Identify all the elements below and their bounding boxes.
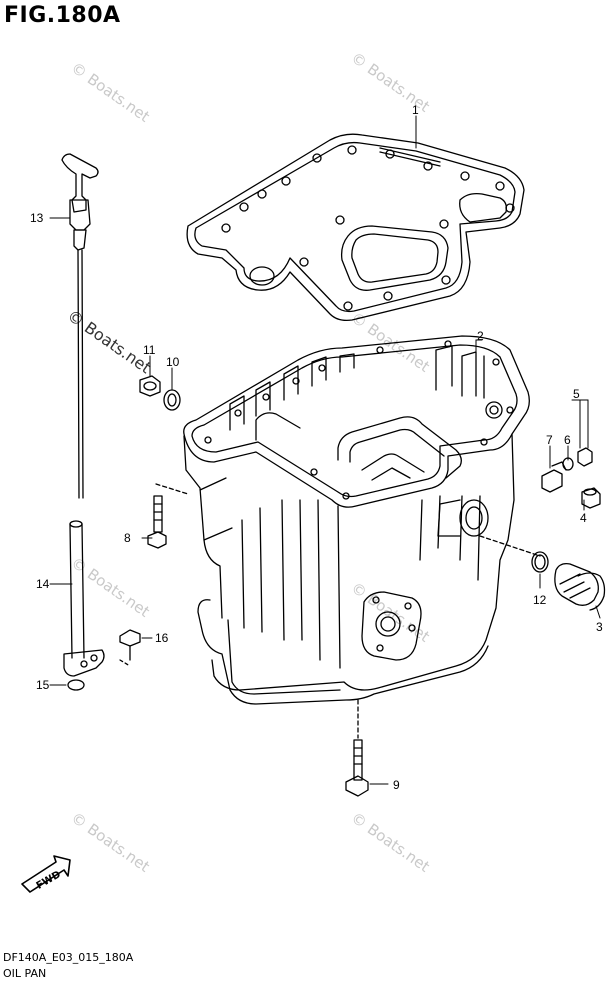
bolt-part-8: [147, 495, 167, 549]
callout-12: 12: [533, 593, 547, 607]
callout-16: 16: [155, 631, 169, 645]
callout-13: 13: [30, 211, 44, 225]
figure-title: FIG.180A: [4, 3, 121, 28]
dipstick-part-13: [61, 153, 99, 499]
fwd-arrow-icon: [21, 855, 71, 893]
watermark-dark: © Boats.net: [64, 306, 155, 378]
fitting-part-5: [577, 447, 593, 467]
callout-9: 9: [393, 778, 400, 792]
callout-5: 5: [573, 387, 580, 401]
watermark: © Boats.net: [68, 809, 153, 876]
callout-3: 3: [596, 620, 603, 634]
diagram-name: OIL PAN: [3, 967, 47, 980]
plug-part-11: [139, 375, 161, 397]
o-ring-part-12: [531, 551, 549, 573]
oil-pan-part-2: [155, 335, 541, 705]
callout-10: 10: [166, 355, 180, 369]
watermark: © Boats.net: [68, 554, 153, 621]
watermarks: © Boats.net © Boats.net © Boats.net © Bo…: [68, 49, 433, 876]
washer-part-10: [163, 389, 181, 411]
callout-4: 4: [580, 511, 587, 525]
guide-tube-part-14: [63, 520, 105, 677]
callout-7: 7: [546, 433, 553, 447]
callout-8: 8: [124, 531, 131, 545]
watermark: © Boats.net: [348, 809, 433, 876]
callout-labels: 1 2 3 4 5 6 7 8 9 10 11 12 13 14 15 16: [30, 103, 603, 792]
callout-11: 11: [143, 343, 156, 357]
callout-14: 14: [36, 577, 50, 591]
callout-6: 6: [564, 433, 571, 447]
watermark: © Boats.net: [68, 59, 153, 126]
o-ring-part-15: [67, 679, 85, 691]
drain-plug-part-3: [554, 562, 606, 611]
gasket-part-1: [186, 133, 525, 322]
watermark: © Boats.net: [348, 309, 433, 376]
union-part-7: [541, 461, 567, 493]
callout-1: 1: [412, 103, 419, 117]
cap-part-4: [581, 487, 601, 509]
bolt-part-9: [345, 699, 369, 797]
watermark: © Boats.net: [348, 49, 433, 116]
diagram-code: DF140A_E03_015_180A: [3, 951, 134, 964]
bolt-part-16: [119, 629, 141, 667]
callout-15: 15: [36, 678, 50, 692]
callout-2: 2: [477, 329, 484, 343]
leader-lines: [49, 115, 601, 785]
